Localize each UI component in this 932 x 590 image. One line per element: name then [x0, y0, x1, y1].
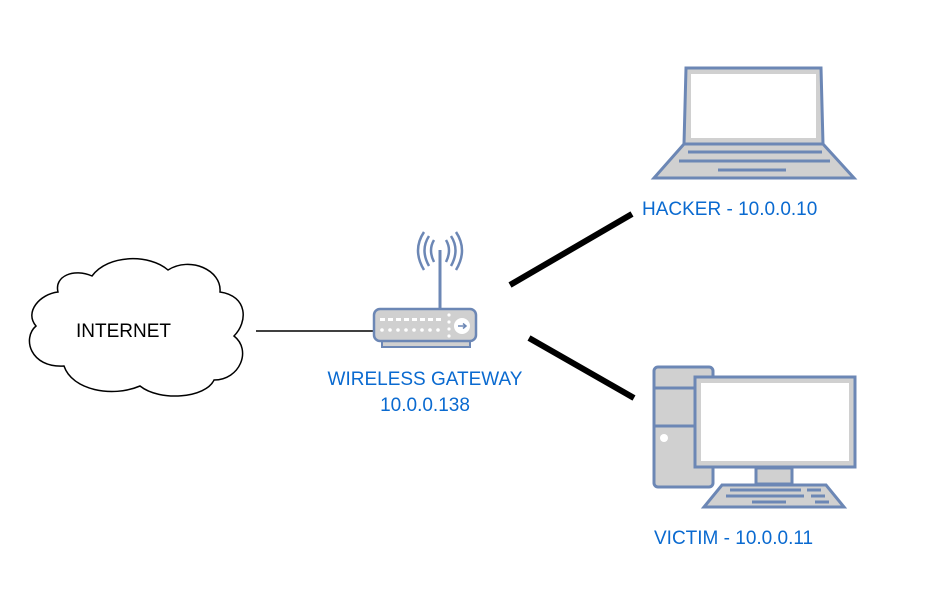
edge-gateway-hacker: [508, 211, 634, 288]
hacker-label: HACKER - 10.0.0.10: [642, 199, 818, 220]
laptop-icon: [650, 66, 858, 180]
victim-label: VICTIM - 10.0.0.11: [654, 528, 814, 549]
cloud-icon: [28, 258, 244, 397]
gateway-ip-label: 10.0.0.138: [380, 395, 470, 416]
edge-gateway-victim: [527, 335, 636, 401]
desktop-computer-icon: [652, 365, 857, 509]
gateway-label: WIRELESS GATEWAY: [327, 369, 523, 390]
internet-label: INTERNET: [76, 321, 171, 342]
wireless-router-icon: [372, 231, 478, 348]
